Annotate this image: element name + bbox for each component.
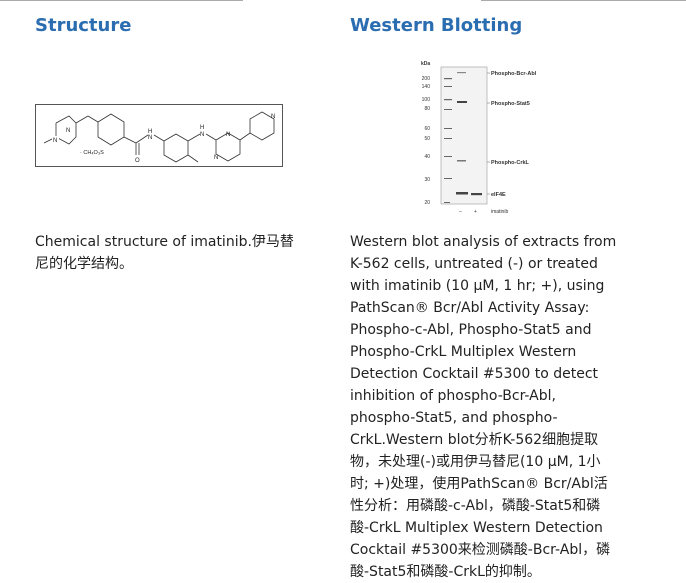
lane-label: – <box>459 209 462 215</box>
atom-n: N <box>226 132 230 138</box>
atom-h: H <box>200 125 204 131</box>
caption-line: 物，未处理(-)或用伊马替尼(10 μM, 1小 <box>350 454 601 470</box>
caption-line: inhibition of phospho-Bcr-Abl, <box>350 388 556 404</box>
caption-line: PathScan® Bcr/Abl Activity Assay: <box>350 300 590 316</box>
caption-line: phospho-Stat5, and phospho- <box>350 410 558 426</box>
caption-line: Phospho-CrkL Multiplex Western <box>350 344 577 360</box>
structure-heading: Structure <box>35 15 132 36</box>
caption-line: with imatinib (10 μM, 1 hr; +), using <box>350 278 605 294</box>
band-label: Phospho-CrkL <box>491 160 530 166</box>
lane-label: + <box>474 209 477 215</box>
western-blot-image: kDa 200 140 100 80 60 50 40 30 20 <box>418 58 538 218</box>
caption-line: Detection Cocktail #5300 to detect <box>350 366 599 382</box>
caption-line: Western blot analysis of extracts from <box>350 234 617 250</box>
atom-n: N <box>200 132 204 138</box>
atom-o: O <box>135 158 140 164</box>
caption-line: Phospho-c-Abl, Phospho-Stat5 and <box>350 322 592 338</box>
western-blotting-heading: Western Blotting <box>350 15 523 36</box>
kda-label: kDa <box>421 61 430 67</box>
marker-label: 80 <box>424 106 430 112</box>
caption-line: 尼的化学结构。 <box>35 256 133 272</box>
marker-label: 100 <box>422 97 431 103</box>
caption-line: 酸-CrkL Multiplex Western Detection <box>350 520 603 536</box>
marker-label: 50 <box>424 136 430 142</box>
marker-label: 40 <box>424 154 430 160</box>
atom-n: N <box>271 114 275 120</box>
marker-label: 60 <box>424 126 430 132</box>
atom-n: N <box>53 138 57 144</box>
band-label: Phospho-Bcr-Abl <box>491 71 537 77</box>
caption-line: 性分析：用磷酸-c-Abl，磷酸-Stat5和磷 <box>350 498 601 514</box>
band-label: Phospho-Stat5 <box>491 101 530 107</box>
marker-label: 200 <box>422 76 431 82</box>
caption-line: Chemical structure of imatinib.伊马替 <box>35 234 294 250</box>
caption-line: K-562 cells, untreated (-) or treated <box>350 256 598 272</box>
caption-line: 酸-Stat5和磷酸-CrkL的抑制。 <box>350 564 541 580</box>
caption-line: 时; +)处理，使用PathScan® Bcr/Abl活 <box>350 476 608 492</box>
caption-line: CrkL.Western blot分析K-562细胞提取 <box>350 432 599 448</box>
atom-h: H <box>148 129 152 135</box>
atom-n: N <box>214 155 218 161</box>
structure-caption: Chemical structure of imatinib.伊马替 尼的化学结… <box>35 231 294 275</box>
top-divider-left <box>0 0 243 1</box>
treatment-label: imatinib <box>491 209 508 215</box>
atom-n: N <box>66 128 70 134</box>
western-blot-caption: Western blot analysis of extracts from K… <box>350 231 616 583</box>
marker-label: 30 <box>424 177 430 183</box>
chemical-structure-image: N N H N O H N N N N · CH₄O₃S <box>35 104 283 167</box>
top-divider-right <box>481 0 686 1</box>
marker-label: 140 <box>422 84 431 90</box>
band-label: eIF4E <box>491 192 506 198</box>
atom-n: N <box>148 135 152 141</box>
caption-line: Cocktail #5300来检测磷酸-Bcr-Abl，磷 <box>350 542 611 558</box>
salt-label: · CH₄O₃S <box>80 150 104 156</box>
marker-label: 20 <box>424 200 430 206</box>
